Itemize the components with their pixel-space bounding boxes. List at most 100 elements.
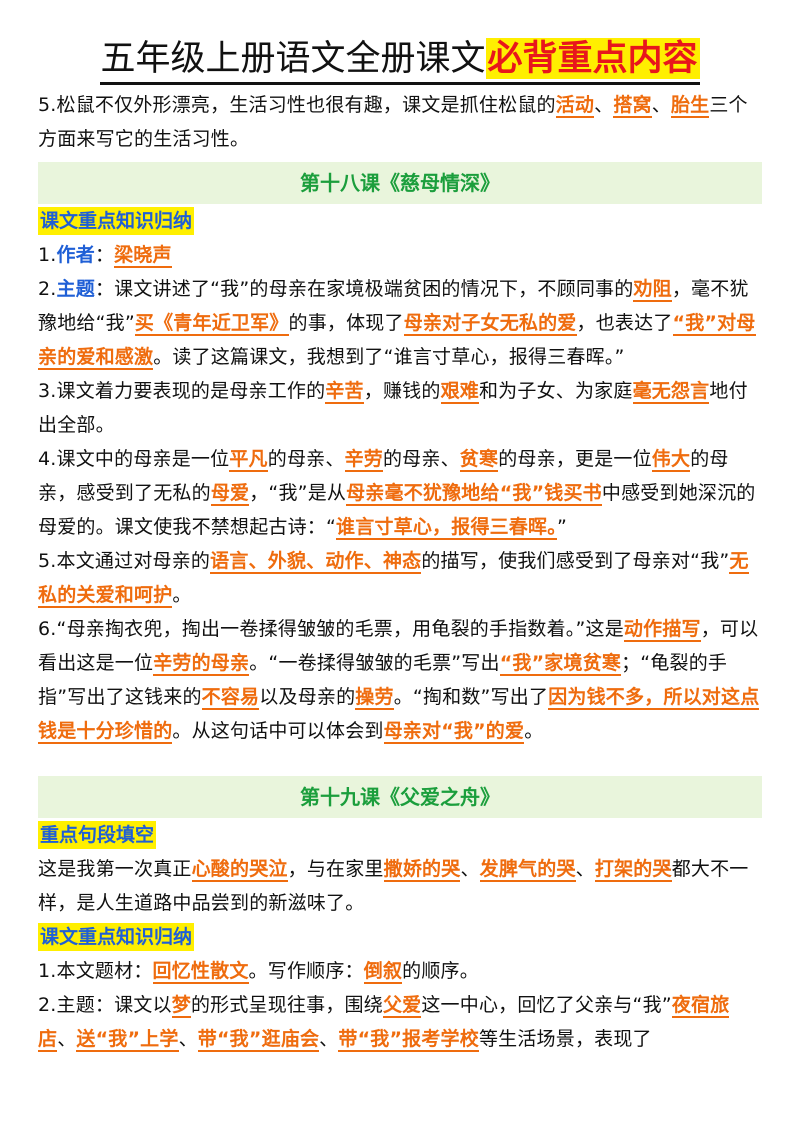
- lesson18-item-6: 6.“母亲掏衣兜，掏出一卷揉得皱皱的毛票，用龟裂的手指数着。”这是动作描写，可以…: [38, 612, 762, 748]
- text: ，与在家里: [287, 858, 384, 880]
- text: 1.: [38, 244, 57, 266]
- key-term: 因为钱不多，所以对这点钱是十分珍惜的: [38, 686, 760, 744]
- lesson-19-banner: 第十九课《父爱之舟》: [38, 776, 762, 818]
- key-term: 伟大: [651, 448, 691, 472]
- lesson19-item-1: 1.本文题材：回忆性散文。写作顺序：倒叙的顺序。: [38, 954, 762, 988]
- text: ，可以看出这是一位: [38, 618, 759, 674]
- key-term: 劝阻: [633, 278, 672, 302]
- key-term: 带“我”报考学校: [338, 1028, 479, 1052]
- key-term: 不容易: [201, 686, 260, 710]
- text: 、: [575, 858, 595, 880]
- title-highlight: 必背重点内容: [485, 38, 700, 79]
- text: 等生活场景，表现了: [478, 1028, 652, 1050]
- text: 、: [460, 858, 480, 880]
- title-plain: 五年级上册语文全册课文: [100, 39, 486, 79]
- key-term: 梁晓声: [114, 244, 172, 268]
- key-term: 带“我”逛庙会: [197, 1028, 320, 1052]
- text: 的母亲，更是一位: [498, 448, 652, 470]
- item-label: 作者: [56, 244, 95, 266]
- key-term: 操劳: [355, 686, 394, 710]
- key-term: 买《青年近卫军》: [134, 312, 289, 336]
- key-term: 语言、外貌、动作、神态: [210, 550, 422, 574]
- key-term: 胎生: [670, 94, 710, 118]
- lesson19-item-2: 2.主题：课文以梦的形式呈现往事，围绕父爱这一中心，回忆了父亲与“我”夜宿旅店、…: [38, 988, 762, 1056]
- text: 。: [524, 720, 544, 742]
- key-term: 辛劳的母亲: [153, 652, 250, 676]
- key-term: 梦: [171, 994, 191, 1018]
- text: 、: [651, 94, 671, 116]
- text: ，也表达了: [576, 312, 673, 334]
- key-term: “我”对母亲的爱和感激: [38, 312, 756, 370]
- lesson18-item-2: 2.主题：课文讲述了“我”的母亲在家境极端贫困的情况下，不顾同事的劝阻，毫不犹豫…: [38, 272, 762, 374]
- key-term: 母亲对“我”的爱: [383, 720, 525, 744]
- text: 3.课文着力要表现的是母亲工作的: [38, 380, 326, 402]
- section-heading: 课文重点知识归纳: [38, 923, 195, 951]
- lesson18-item-3: 3.课文着力要表现的是母亲工作的辛苦，赚钱的艰难和为子女、为家庭毫无怨言地付出全…: [38, 374, 762, 442]
- text: 中感受到她深沉的母爱的。课文使我不禁想起古诗：“: [38, 482, 756, 538]
- text: 。“掏和数”写出了: [393, 686, 549, 708]
- text: 这是我第一次真正: [38, 858, 192, 880]
- section-heading: 课文重点知识归纳: [38, 207, 195, 235]
- text: 三个方面来写它的生活习性。: [38, 94, 748, 150]
- key-term: 打架的哭: [594, 858, 672, 882]
- lesson18-item-5: 5.本文通过对母亲的语言、外貌、动作、神态的描写，使我们感受到了母亲对“我”无私…: [38, 544, 762, 612]
- lesson-18-banner: 第十八课《慈母情深》: [38, 162, 762, 204]
- key-term: 回忆性散文: [152, 960, 249, 984]
- text: 。读了这篇课文，我想到了“谁言寸草心，报得三春晖。”: [153, 346, 625, 368]
- key-term: 谁言寸草心，报得三春晖。: [336, 516, 557, 540]
- text: 的母亲、: [267, 448, 345, 470]
- text: 。“一卷揉得皱皱的毛票”写出: [249, 652, 500, 674]
- text: ”: [556, 516, 567, 538]
- text: ：: [94, 244, 115, 266]
- text: 。从这句话中可以体会到: [172, 720, 384, 742]
- section-heading: 重点句段填空: [38, 821, 157, 849]
- item-label: 主题: [56, 278, 95, 300]
- text: 的事，体现了: [288, 312, 404, 334]
- key-term: 母亲对子女无私的爱: [403, 312, 577, 336]
- text: ，毫不犹豫地给“我”: [38, 278, 749, 334]
- key-term: 送“我”上学: [76, 1028, 179, 1052]
- text: 的描写，使我们感受到了母亲对“我”: [421, 550, 730, 572]
- lesson18-item-1: 1.作者：梁晓声: [38, 238, 762, 272]
- text: ，“我”是从: [249, 482, 347, 504]
- key-term: 活动: [555, 94, 595, 118]
- key-term: 搭窝: [613, 94, 652, 118]
- text: 。: [172, 584, 192, 606]
- key-term: 母亲毫不犹豫地给“我”钱买书: [346, 482, 602, 506]
- text: 、: [178, 1028, 198, 1050]
- key-term: 父爱: [382, 994, 422, 1018]
- text: 和为子女、为家庭: [478, 380, 633, 402]
- key-term: 动作描写: [623, 618, 701, 642]
- lesson18-item-4: 4.课文中的母亲是一位平凡的母亲、辛劳的母亲、贫寒的母亲，更是一位伟大的母亲，感…: [38, 442, 762, 544]
- text: 、: [57, 1028, 77, 1050]
- paragraph-squirrel: 5.松鼠不仅外形漂亮，生活习性也很有趣，课文是抓住松鼠的活动、搭窝、胎生三个方面…: [38, 88, 762, 156]
- text: 的形式呈现往事，围绕: [190, 994, 383, 1016]
- key-term: 辛苦: [325, 380, 364, 404]
- text: 地付出全部。: [38, 380, 748, 436]
- text: 5.本文通过对母亲的: [38, 550, 211, 572]
- spacer: [38, 748, 762, 776]
- text: 2.: [38, 278, 57, 300]
- key-term: 发脾气的哭: [479, 858, 576, 882]
- text: 6.“母亲掏衣兜，掏出一卷揉得皱皱的毛票，用龟裂的手指数着。”这是: [38, 618, 624, 640]
- key-term: 母爱: [210, 482, 250, 506]
- key-term: 平凡: [229, 448, 268, 472]
- text: 的母亲、: [382, 448, 460, 470]
- text: ，赚钱的: [363, 380, 441, 402]
- text: ；“龟裂的手指”写出了这钱来的: [38, 652, 728, 708]
- key-term: 无私的关爱和呵护: [38, 550, 749, 608]
- lesson19-fill-paragraph: 这是我第一次真正心酸的哭泣，与在家里撒娇的哭、发脾气的哭、打架的哭都大不一样，是…: [38, 852, 762, 920]
- text: 5.松鼠不仅外形漂亮，生活习性也很有趣，课文是抓住松鼠的: [38, 94, 556, 116]
- text: 的顺序。: [402, 960, 479, 982]
- key-term: 夜宿旅店: [38, 994, 730, 1052]
- key-term: 毫无怨言: [632, 380, 710, 404]
- key-term: 倒叙: [363, 960, 403, 984]
- key-term: 撒娇的哭: [383, 858, 461, 882]
- text: 。写作顺序：: [248, 960, 364, 982]
- key-term: 贫寒: [459, 448, 499, 472]
- page-title: 五年级上册语文全册课文必背重点内容: [100, 36, 700, 85]
- key-term: “我”家境贫寒: [499, 652, 622, 676]
- text: 1.本文题材：: [38, 960, 153, 982]
- key-term: 辛劳: [344, 448, 383, 472]
